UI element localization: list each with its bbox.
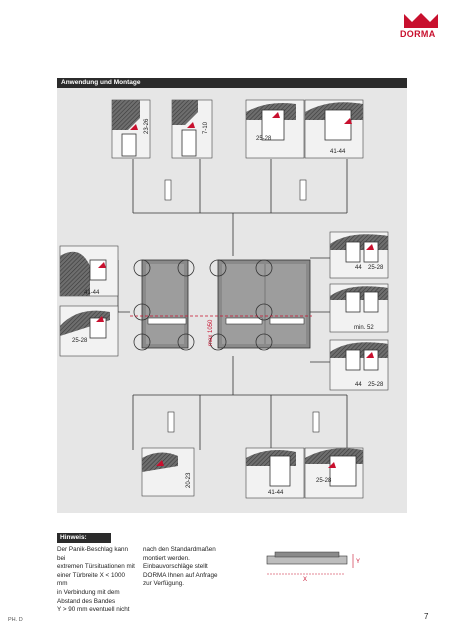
note-text-col2: nach den Standardmaßen montiert werden. …: [143, 546, 218, 588]
figure-label-y: Y: [356, 559, 360, 565]
note-title: Hinweis:: [60, 534, 87, 541]
footer-code: PH. D: [8, 617, 23, 623]
brand-name: DORMA: [400, 29, 436, 39]
note-text-col1: Der Panik-Beschlag kann bei extremen Tür…: [57, 546, 135, 614]
section-title: Anwendung und Montage: [61, 79, 141, 86]
installation-diagram-panel: [57, 88, 407, 513]
section-header: Anwendung und Montage: [57, 78, 407, 88]
note-header: Hinweis:: [57, 533, 111, 543]
door-width-figure: X Y: [266, 551, 360, 583]
dorma-logo: [404, 13, 438, 28]
figure-label-x: X: [303, 577, 307, 583]
page-number: 7: [424, 612, 429, 621]
